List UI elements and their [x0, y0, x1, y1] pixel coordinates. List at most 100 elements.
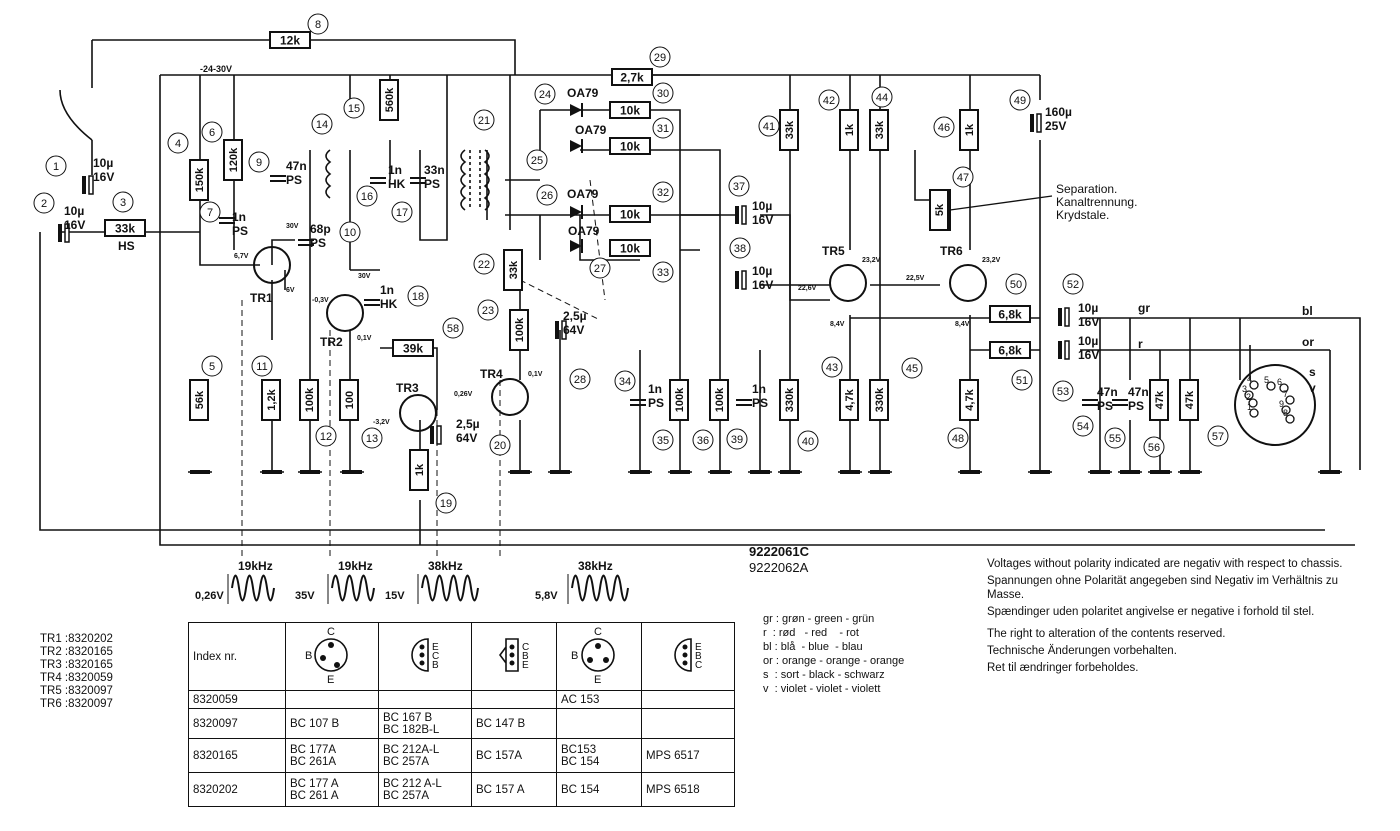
part-number-2: 9222062A: [749, 560, 809, 575]
ref-circle: [1009, 89, 1031, 111]
waveform-amplitude: 5,8V: [535, 590, 558, 602]
tr-row-1: TR1 :8320202: [40, 633, 113, 645]
ref-circle: [407, 285, 429, 307]
ref-number: 33: [657, 267, 669, 279]
ref-number: 43: [826, 362, 838, 374]
capacitor-value: 68p: [310, 222, 331, 236]
note: The right to alteration of the contents …: [987, 628, 1226, 640]
resistor-value: 10k: [620, 104, 640, 118]
ref-circle: [901, 357, 923, 379]
ref-number: 55: [1109, 433, 1121, 445]
ref-number: 15: [348, 103, 360, 115]
ref-number: 58: [447, 323, 459, 335]
ref-number: 45: [906, 363, 918, 375]
diode-type: OA79: [567, 187, 599, 201]
wire-label-bl: bl: [1302, 304, 1313, 318]
resistor-group: 12k82,7k2910k3010k3110k3210k3333k3150k41…: [104, 13, 1199, 514]
tr-row-2: TR2 :8320165: [40, 646, 113, 658]
ref-number: 18: [412, 291, 424, 303]
ref-number: 25: [531, 155, 543, 167]
ref-circle: [952, 166, 974, 188]
capacitor-rating: 16V: [752, 213, 773, 227]
capacitor-value: 33n: [424, 163, 445, 177]
resistor-value: 4,7k: [844, 388, 856, 410]
ref-number: 37: [733, 181, 745, 193]
waveform-amplitude: 0,26V: [195, 590, 224, 602]
capacitor-rating: PS: [648, 396, 664, 410]
svg-text:E: E: [695, 642, 702, 653]
diode-type: OA79: [568, 224, 600, 238]
tr-row-4: TR4 :8320059: [40, 672, 113, 684]
cell: [471, 690, 557, 709]
pinout-3: C B E: [471, 622, 557, 691]
ref-circle: [201, 355, 223, 377]
waveform-frequency: 19kHz: [238, 559, 273, 573]
ref-circle: [649, 46, 671, 68]
ref-number: 12: [320, 431, 332, 443]
ref-circle: [614, 370, 636, 392]
legend-row: r : rød - red - rot: [763, 627, 859, 639]
pinout-5: E B C: [641, 622, 735, 691]
voltage-label: 30V: [286, 223, 299, 230]
svg-text:B: B: [571, 650, 578, 662]
resistor-value: 120k: [228, 147, 240, 172]
capacitor-value: 1n: [232, 210, 246, 224]
svg-text:E: E: [327, 674, 334, 685]
ref-circle: [356, 185, 378, 207]
svg-text:B: B: [305, 650, 312, 662]
ref-circle: [1072, 415, 1094, 437]
ref-circle: [435, 492, 457, 514]
ref-circle: [728, 175, 750, 197]
ref-number: 56: [1148, 442, 1160, 454]
ref-circle: [569, 368, 591, 390]
voltage-label: 23,2V: [862, 257, 881, 264]
ref-circle: [201, 121, 223, 143]
notes-block: Voltages without polarity indicated are …: [987, 557, 1347, 678]
separation-label: Krydstale.: [1056, 208, 1109, 222]
note: Voltages without polarity indicated are …: [987, 558, 1343, 570]
svg-text:B: B: [522, 651, 529, 662]
note: Ret til ændringer forbeholdes.: [987, 662, 1139, 674]
ref-circle: [758, 115, 780, 137]
pinout-1: C B E: [285, 622, 379, 691]
ref-number: 23: [482, 305, 494, 317]
tr-row-3: TR3 :8320165: [40, 659, 113, 671]
resistor-value: 56k: [194, 390, 206, 409]
ref-number: 57: [1212, 431, 1224, 443]
capacitor-value: 10µ: [1078, 334, 1098, 348]
ref-circle: [652, 82, 674, 104]
ref-number: 6: [209, 127, 215, 139]
resistor-value: 100: [344, 391, 356, 409]
ref-circle: [1143, 436, 1165, 458]
resistor-value: 10k: [620, 208, 640, 222]
resistor-value: 6,8k: [998, 344, 1022, 358]
ref-number: 11: [256, 361, 267, 373]
waveform-frequency: 19kHz: [338, 559, 373, 573]
ref-circle: [339, 221, 361, 243]
waveform-frequency: 38kHz: [578, 559, 613, 573]
separation-label: Kanaltrennung.: [1056, 195, 1137, 209]
ref-number: 47: [957, 172, 969, 184]
resistor-value: 33k: [115, 222, 135, 236]
pinout-2: E C B: [378, 622, 472, 691]
capacitor-value: 2,5µ: [456, 417, 480, 431]
